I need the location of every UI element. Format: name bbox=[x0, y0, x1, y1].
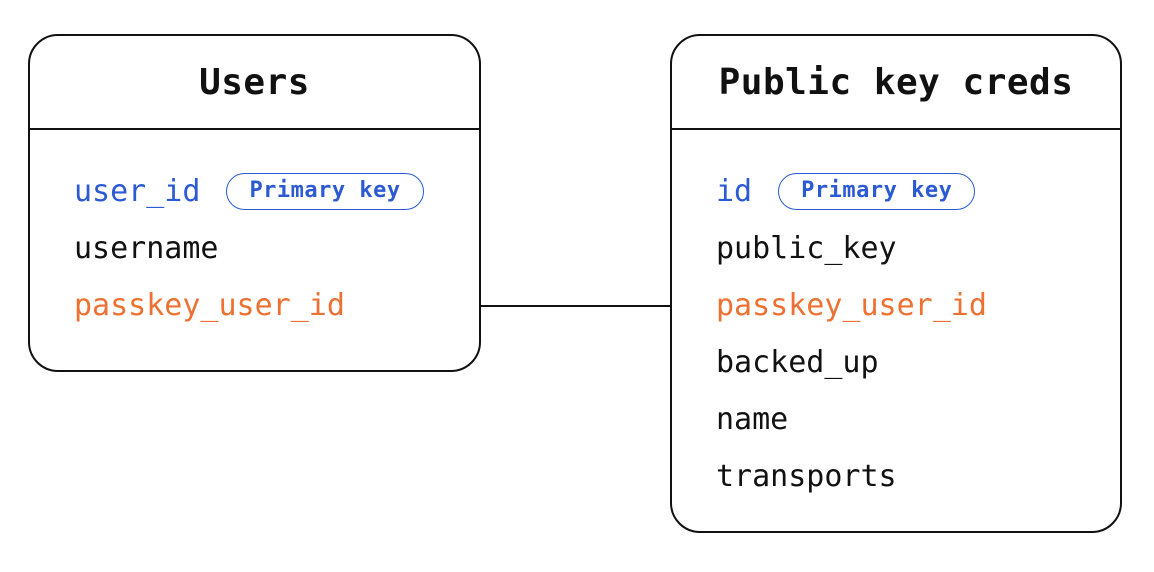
field-row-passkey-user-id: passkey_user_id bbox=[716, 277, 1102, 334]
primary-key-badge: Primary key bbox=[226, 173, 424, 210]
field-name-public-key: public_key bbox=[716, 231, 897, 266]
table-card-public-key-creds: Public key creds id Primary key public_k… bbox=[670, 34, 1122, 533]
field-name-username: username bbox=[74, 231, 219, 266]
field-name-name: name bbox=[716, 402, 789, 437]
table-fields-users: user_id Primary key username passkey_use… bbox=[30, 130, 479, 334]
table-fields-public-key-creds: id Primary key public_key passkey_user_i… bbox=[672, 130, 1120, 505]
field-row-transports: transports bbox=[716, 448, 1102, 505]
table-title-public-key-creds: Public key creds bbox=[718, 61, 1074, 103]
field-name-passkey-user-id: passkey_user_id bbox=[716, 288, 987, 323]
field-name-transports: transports bbox=[716, 459, 897, 494]
field-name-backed-up: backed_up bbox=[716, 345, 879, 380]
field-row-id: id Primary key bbox=[716, 163, 1102, 220]
field-row-backed-up: backed_up bbox=[716, 334, 1102, 391]
primary-key-badge: Primary key bbox=[778, 173, 976, 210]
relation-line-passkey-user-id bbox=[481, 305, 670, 307]
field-row-passkey-user-id: passkey_user_id bbox=[74, 277, 461, 334]
table-card-users: Users user_id Primary key username passk… bbox=[28, 34, 481, 372]
field-name-id: id bbox=[716, 174, 753, 209]
field-row-username: username bbox=[74, 220, 461, 277]
table-header-public-key-creds: Public key creds bbox=[672, 36, 1120, 130]
field-row-name: name bbox=[716, 391, 1102, 448]
table-header-users: Users bbox=[30, 36, 479, 130]
table-title-users: Users bbox=[199, 61, 310, 103]
field-name-passkey-user-id: passkey_user_id bbox=[74, 288, 345, 323]
field-name-user-id: user_id bbox=[74, 174, 201, 209]
field-row-user-id: user_id Primary key bbox=[74, 163, 461, 220]
field-row-public-key: public_key bbox=[716, 220, 1102, 277]
